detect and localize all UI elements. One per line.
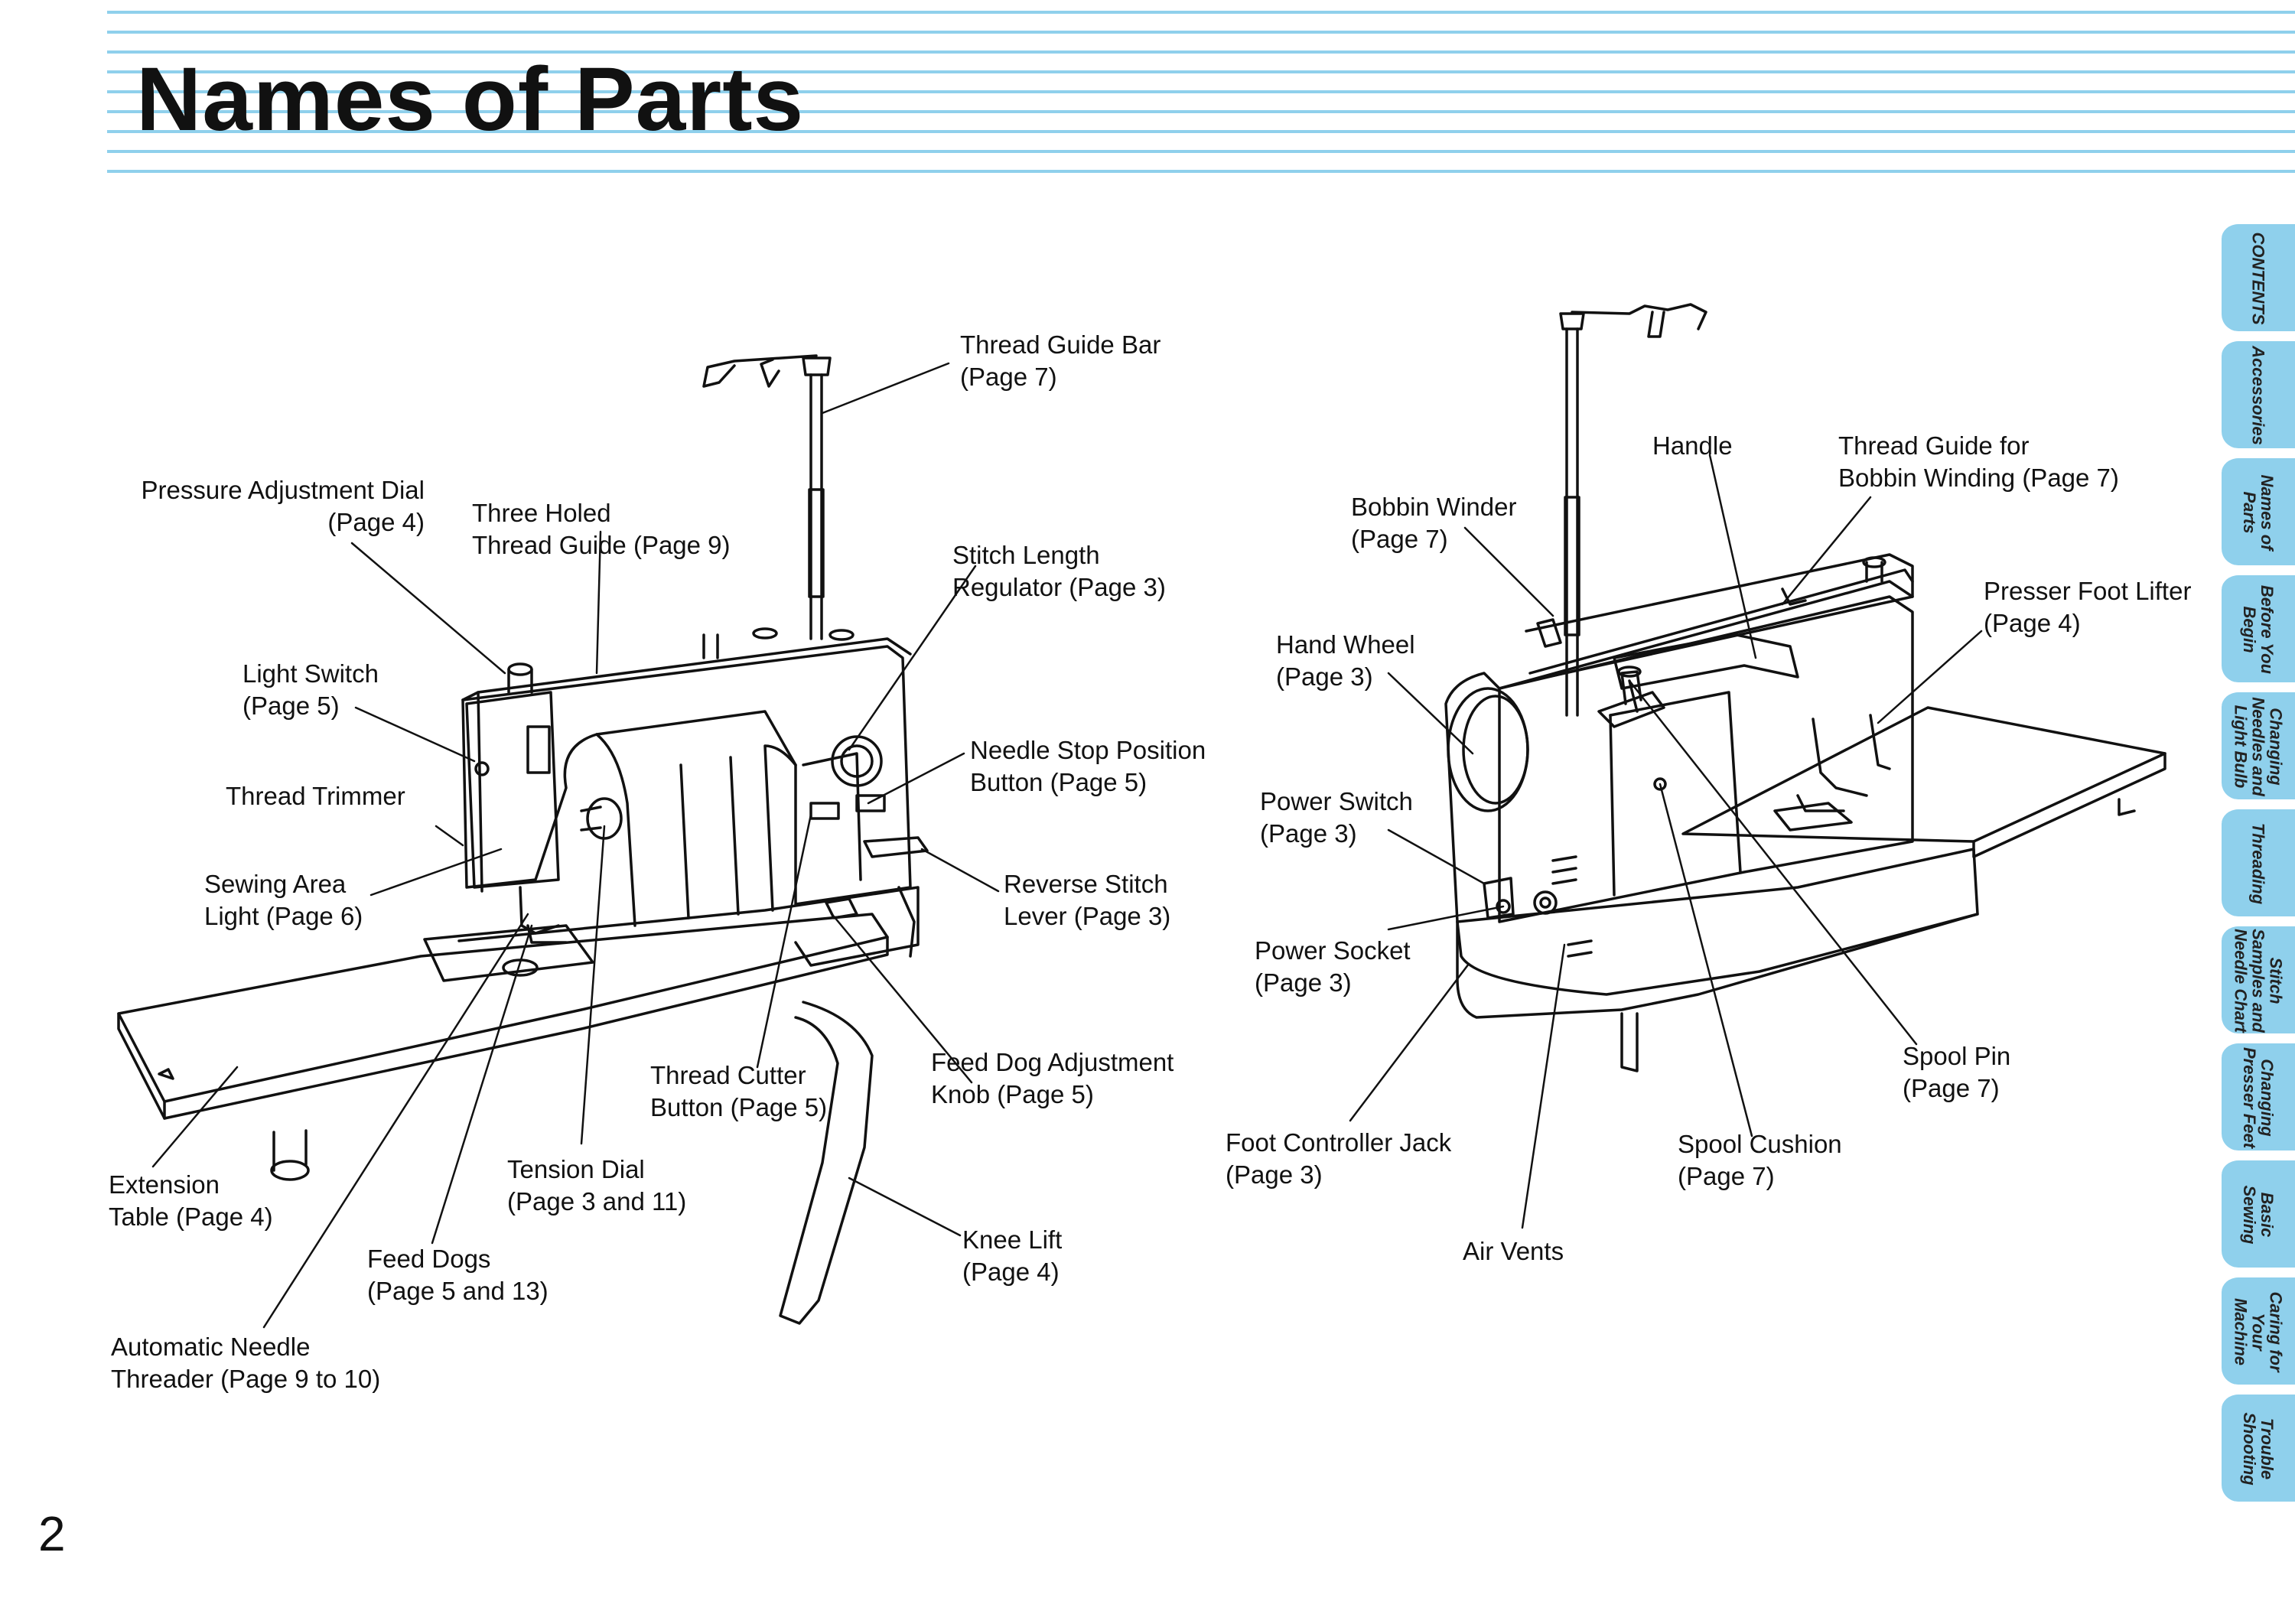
header-rules [107, 0, 2295, 184]
label-tension-dial: Tension Dial(Page 3 and 11) [507, 1155, 687, 1216]
tab-threading[interactable]: Threading [2222, 807, 2295, 916]
label-bobbin-winder: Bobbin Winder(Page 7) [1351, 493, 1517, 553]
label-air-vents: Air Vents [1463, 1237, 1564, 1265]
rear-view-machine [1444, 303, 2166, 1072]
label-power-switch: Power Switch(Page 3) [1260, 787, 1413, 848]
label-presser-foot-lifter: Presser Foot Lifter(Page 4) [1984, 577, 2192, 637]
label-spool-cushion: Spool Cushion(Page 7) [1678, 1130, 1842, 1190]
label-light-switch: Light Switch(Page 5) [243, 659, 379, 720]
page-number: 2 [38, 1506, 66, 1561]
label-feed-dogs: Feed Dogs(Page 5 and 13) [367, 1245, 549, 1305]
label-thread-trimmer: Thread Trimmer [226, 782, 405, 810]
leader-lines [151, 362, 1983, 1329]
label-handle: Handle [1652, 431, 1733, 460]
tab-label: CONTENTS [2248, 232, 2268, 325]
label-hand-wheel: Hand Wheel(Page 3) [1276, 630, 1415, 691]
label-pressure-adjustment-dial: Pressure Adjustment Dial(Page 4) [141, 476, 425, 536]
tab-accessories[interactable]: Accessories [2222, 339, 2295, 448]
label-knee-lift: Knee Lift(Page 4) [962, 1225, 1063, 1286]
label-power-socket: Power Socket(Page 3) [1255, 936, 1411, 997]
page-title: Names of Parts [136, 49, 805, 150]
label-thread-guide-bar: Thread Guide Bar(Page 7) [960, 330, 1161, 391]
tab-label: Accessories [2248, 346, 2268, 445]
front-view-machine [117, 354, 929, 1325]
label-foot-controller-jack: Foot Controller Jack(Page 3) [1226, 1128, 1452, 1189]
tab-contents[interactable]: CONTENTS [2222, 222, 2295, 331]
tab-label: Threading [2248, 822, 2268, 905]
label-spool-pin: Spool Pin(Page 7) [1903, 1042, 2011, 1102]
